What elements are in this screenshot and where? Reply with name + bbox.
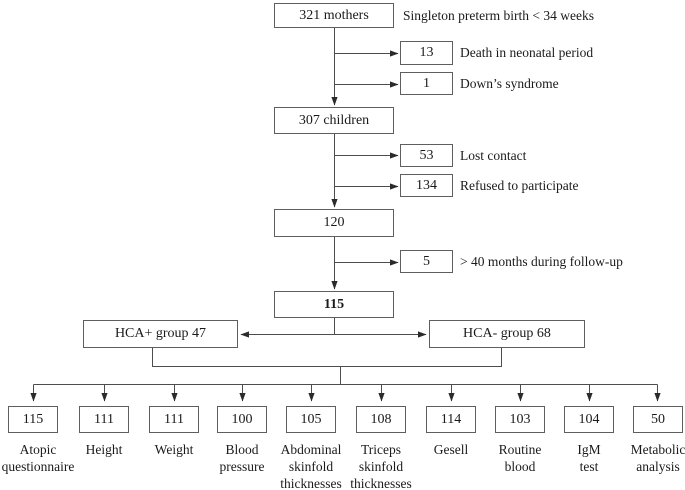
- assessment-label-abdominal-skinfold: Abdominal skinfold thicknesses: [280, 442, 342, 490]
- group-box-hca-plus: HCA+ group 47: [83, 320, 238, 348]
- exclusion-label-downs: Down’s syndrome: [460, 75, 559, 91]
- exclusion-label-death: Death in neonatal period: [460, 45, 594, 60]
- assessment-label-routine-blood: Routine blood: [498, 442, 542, 474]
- assessment-box-routine-blood: 103: [495, 406, 545, 433]
- stage-box-307-children: 307 children: [274, 107, 394, 134]
- stage-box-321-mothers: 321 mothers: [274, 3, 394, 28]
- assessment-box-metabolic: 50: [633, 406, 683, 433]
- assessment-box-abdominal-skinfold: 105: [286, 406, 336, 433]
- exclusion-box-death: 13: [400, 41, 453, 65]
- exclusion-box-refused: 134: [400, 174, 453, 197]
- stage-box-115: 115: [274, 291, 394, 318]
- assessment-label-blood-pressure: Blood pressure: [219, 442, 265, 474]
- assessment-label-height: Height: [85, 442, 123, 457]
- assessment-box-gesell: 114: [426, 406, 476, 433]
- assessment-box-atopic: 115: [8, 406, 58, 433]
- assessment-box-weight: 111: [149, 406, 199, 433]
- assessment-label-atopic: Atopic questionnaire: [1, 442, 75, 474]
- stage-box-120: 120: [274, 209, 394, 237]
- exclusion-label-refused: Refused to participate: [460, 177, 579, 193]
- assessment-box-blood-pressure: 100: [217, 406, 267, 433]
- assessment-label-metabolic: Metabolic analysis: [630, 442, 685, 474]
- exclusion-box-lost-contact: 53: [400, 144, 453, 167]
- assessment-box-height: 111: [79, 406, 129, 433]
- line-groups-join: [152, 348, 502, 367]
- group-box-hca-minus: HCA- group 68: [429, 320, 585, 348]
- inclusion-criteria-note: Singleton preterm birth < 34 weeks: [403, 7, 594, 23]
- exclusion-label-over-40-months: > 40 months during follow-up: [460, 253, 623, 269]
- assessment-label-gesell: Gesell: [433, 442, 469, 457]
- assessment-box-triceps-skinfold: 108: [356, 406, 406, 433]
- assessment-label-weight: Weight: [154, 442, 194, 457]
- exclusion-label-lost-contact: Lost contact: [460, 147, 527, 163]
- assessment-box-igm: 104: [564, 406, 614, 433]
- exclusion-box-downs: 1: [400, 72, 453, 95]
- assessment-label-triceps-skinfold: Triceps skinfold thicknesses: [350, 442, 412, 490]
- exclusion-box-over-40-months: 5: [400, 250, 453, 273]
- assessment-label-igm: IgM test: [577, 442, 601, 474]
